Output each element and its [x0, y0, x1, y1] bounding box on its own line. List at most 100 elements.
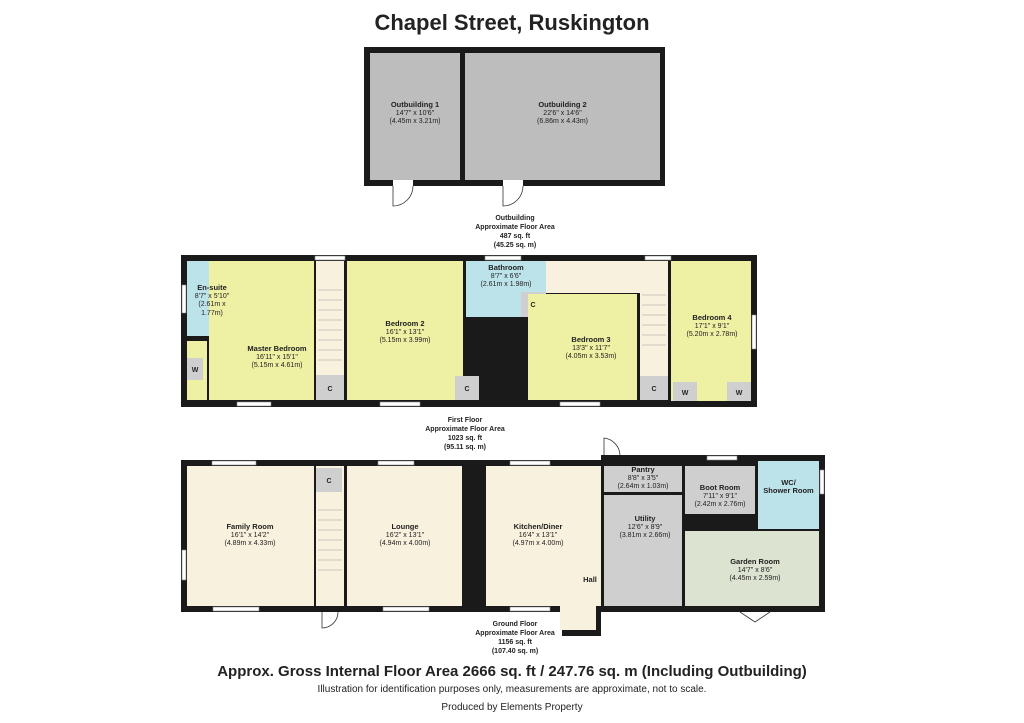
area-heading: Ground Floor — [492, 621, 538, 628]
room-en-suite: En-suite 8'7" x 5'10" (2.61m x 1.77m) — [187, 283, 237, 318]
room-name: Utility — [634, 514, 656, 523]
cupboard-label: C — [464, 386, 469, 393]
room-bedroom-2: Bedroom 2 16'1" x 13'1" (5.15m x 3.99m) — [355, 319, 455, 346]
room-size-metric: (4.97m x 4.00m) — [512, 540, 564, 547]
room-name: Pantry — [631, 465, 655, 474]
room-hall: Hall — [578, 575, 602, 585]
area-heading: First Floor — [447, 417, 483, 424]
room-outbuilding-2: Outbuilding 2 22'6" x 14'6" (6.86m x 4.4… — [465, 100, 660, 127]
area-imperial: 1023 sq. ft — [447, 435, 483, 442]
area-metric: (95.11 sq. m) — [443, 444, 487, 451]
outbuilding-area-note: Outbuilding Approximate Floor Area 487 s… — [440, 214, 590, 250]
room-size-imperial: 7'11" x 9'1" — [703, 492, 737, 500]
room-wc-shower: WC/ Shower Room — [758, 470, 819, 504]
room-pantry: Pantry 8'8" x 3'5" (2.64m x 1.03m) — [604, 465, 682, 492]
room-name: WC/ Shower Room — [763, 477, 814, 495]
room-bedroom-4: Bedroom 4 17'1" x 9'1" (5.20m x 2.78m) — [672, 313, 752, 340]
area-heading: Outbuilding — [495, 215, 535, 222]
room-size-metric: (2.61m x 1.98m) — [480, 281, 532, 288]
page-title: Chapel Street, Ruskington — [374, 10, 650, 35]
outbuilding-plan — [364, 47, 665, 207]
room-size-imperial: 22'6" x 14'6" — [543, 109, 582, 117]
room-size-imperial: 16'1" x 13'1" — [385, 328, 425, 336]
room-size-imperial: 14'7" x 8'6" — [737, 566, 773, 574]
area-metric: (45.25 sq. m) — [493, 242, 537, 249]
ground-floor-area-note: Ground Floor Approximate Floor Area 1156… — [440, 620, 590, 656]
outbuilding-1-area — [370, 53, 460, 180]
room-size-imperial: 8'8" x 3'5" — [627, 474, 659, 482]
area-metric: (107.40 sq. m) — [491, 648, 539, 655]
first-floor-plan — [181, 255, 757, 407]
room-size-imperial: 16'11" x 15'1" — [256, 353, 298, 361]
room-name: Bedroom 2 — [385, 319, 425, 328]
room-name: Outbuilding 2 — [538, 100, 587, 109]
room-bathroom: Bathroom 8'7" x 6'6" (2.61m x 1.98m) — [466, 263, 546, 290]
room-name: En-suite — [197, 283, 227, 292]
room-bedroom-3: Bedroom 3 13'3" x 11'7" (4.05m x 3.53m) — [546, 335, 636, 362]
room-size-metric: (4.45m x 2.59m) — [729, 575, 781, 582]
area-subheading: Approximate Floor Area — [475, 630, 555, 637]
room-name: Hall — [583, 575, 597, 584]
room-size-metric: (3.81m x 2.66m) — [619, 532, 671, 539]
room-utility: Utility 12'6" x 8'9" (3.81m x 2.66m) — [610, 514, 680, 541]
room-family-room: Family Room 16'1" x 14'2" (4.89m x 4.33m… — [190, 522, 310, 549]
room-name: Master Bedroom — [247, 344, 307, 353]
producer-credit: Produced by Elements Property — [441, 702, 583, 713]
room-name: Kitchen/Diner — [513, 522, 563, 531]
wardrobe-label: W — [192, 367, 199, 374]
room-size-imperial: 8'7" x 5'10" — [194, 292, 230, 300]
room-size-imperial: 12'6" x 8'9" — [627, 523, 663, 531]
room-master-bedroom: Master Bedroom 16'11" x 15'1" (5.15m x 4… — [232, 344, 322, 371]
room-size-imperial: 17'1" x 9'1" — [694, 322, 730, 330]
area-imperial: 487 sq. ft — [499, 233, 531, 240]
room-name: Outbuilding 1 — [390, 100, 440, 109]
cupboard-label: C — [651, 386, 656, 393]
door-swing-icon — [739, 611, 771, 623]
wardrobe-label: W — [682, 390, 689, 397]
room-size-imperial: 16'4" x 13'1" — [518, 531, 558, 539]
room-size-metric: (2.61m x 1.77m) — [198, 301, 226, 317]
room-size-metric: (5.15m x 4.61m) — [251, 362, 303, 369]
door-swing-icon — [321, 611, 339, 629]
room-size-metric: (4.94m x 4.00m) — [379, 540, 431, 547]
cupboard-label: C — [530, 302, 535, 309]
room-size-imperial: 8'7" x 6'6" — [490, 272, 522, 280]
room-boot-room: Boot Room 7'11" x 9'1" (2.42m x 2.76m) — [685, 483, 755, 510]
room-outbuilding-1: Outbuilding 1 14'7" x 10'6" (4.45m x 3.2… — [370, 100, 460, 127]
room-name: Garden Room — [730, 557, 780, 566]
room-size-metric: (5.15m x 3.99m) — [379, 337, 431, 344]
gross-floor-area: Approx. Gross Internal Floor Area 2666 s… — [217, 663, 807, 680]
room-size-metric: (2.64m x 1.03m) — [617, 483, 669, 490]
room-size-metric: (6.86m x 4.43m) — [537, 118, 588, 125]
room-size-imperial: 16'2" x 13'1" — [385, 531, 425, 539]
outbuilding-2-area — [465, 53, 660, 180]
room-size-metric: (4.05m x 3.53m) — [565, 353, 617, 360]
room-name: Family Room — [226, 522, 274, 531]
door-swing-icon — [603, 437, 621, 456]
room-lounge: Lounge 16'2" x 13'1" (4.94m x 4.00m) — [350, 522, 460, 549]
room-name: Lounge — [391, 522, 419, 531]
room-size-metric: (2.42m x 2.76m) — [694, 501, 746, 508]
disclaimer: Illustration for identification purposes… — [317, 684, 707, 695]
cupboard-label: C — [326, 478, 331, 485]
room-size-imperial: 14'7" x 10'6" — [395, 109, 435, 117]
room-name: Bathroom — [488, 263, 524, 272]
area-subheading: Approximate Floor Area — [475, 224, 555, 231]
wardrobe-label: W — [736, 390, 743, 397]
room-name: Bedroom 4 — [692, 313, 732, 322]
door-swing-icon — [502, 185, 524, 207]
first-floor-area-note: First Floor Approximate Floor Area 1023 … — [390, 416, 540, 452]
room-size-imperial: 13'3" x 11'7" — [572, 344, 610, 352]
room-garden-room: Garden Room 14'7" x 8'6" (4.45m x 2.59m) — [705, 557, 805, 584]
ground-floor-plan — [181, 437, 825, 636]
room-size-metric: (5.20m x 2.78m) — [686, 331, 738, 338]
room-kitchen-diner: Kitchen/Diner 16'4" x 13'1" (4.97m x 4.0… — [488, 522, 588, 549]
room-size-imperial: 16'1" x 14'2" — [230, 531, 270, 539]
cupboard-label: C — [327, 386, 332, 393]
room-name: Bedroom 3 — [571, 335, 611, 344]
room-name: Boot Room — [699, 483, 741, 492]
room-size-metric: (4.45m x 3.21m) — [389, 118, 441, 125]
area-imperial: 1156 sq. ft — [498, 639, 532, 646]
door-swing-icon — [392, 185, 414, 207]
